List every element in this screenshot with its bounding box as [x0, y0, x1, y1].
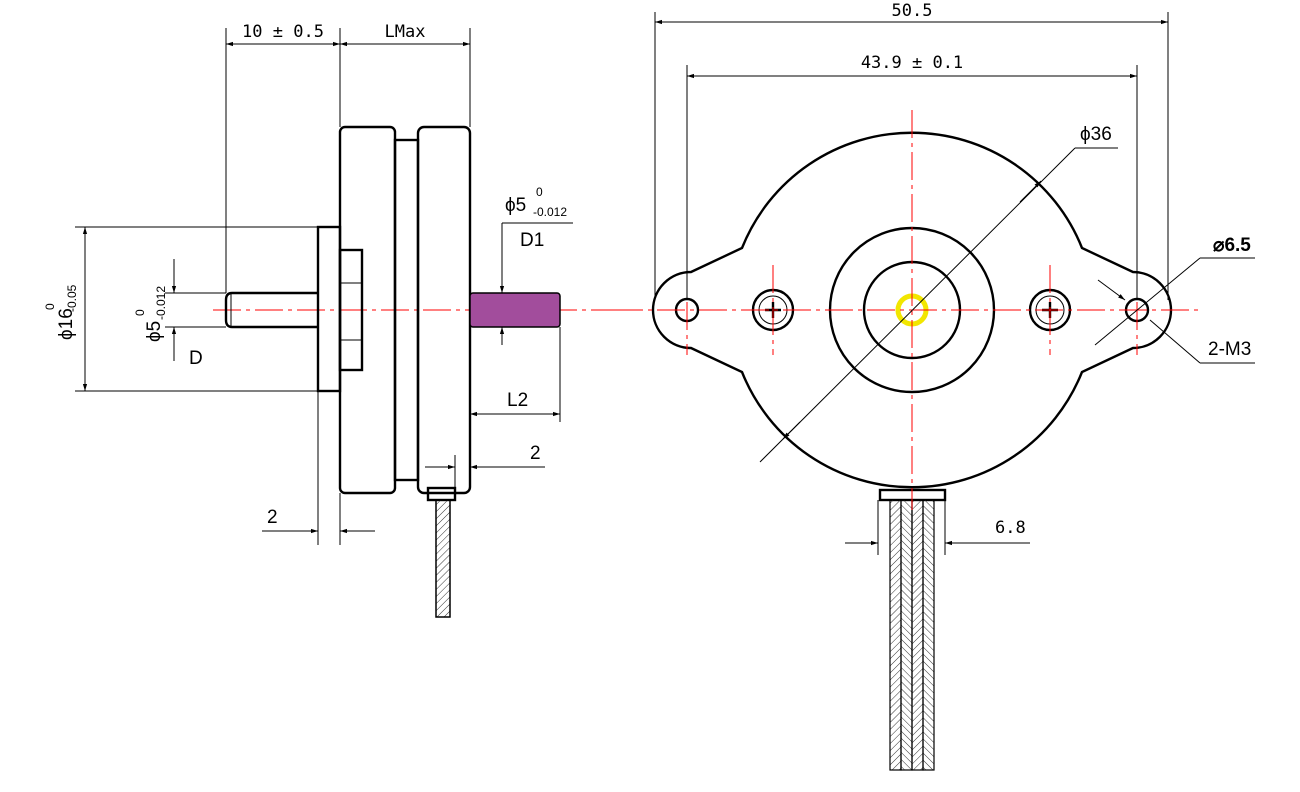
dim-flange-dia: ϕ16 0 -0.05 — [43, 284, 79, 340]
rear-shaft-label: D1 — [520, 230, 544, 251]
svg-text:-0.012: -0.012 — [154, 286, 168, 320]
dim-rear-shaft-length: L2 — [507, 390, 528, 411]
lead-wire — [435, 499, 451, 618]
rear-shaft-dia: ϕ5 — [505, 195, 526, 216]
svg-text:ϕ5: ϕ5 — [144, 321, 165, 342]
rear-shaft — [469, 292, 561, 328]
cable-bundle — [889, 499, 935, 771]
dim-holes: 2-M3 — [1208, 339, 1251, 360]
dim-ear-dia: ⌀6.5 — [1213, 235, 1251, 256]
mounting-flange — [316, 225, 342, 393]
dim-flange-thickness: 2 — [267, 507, 278, 528]
dim-wire-offset: 2 — [530, 443, 541, 464]
front-shaft — [224, 291, 318, 329]
svg-text:0: 0 — [536, 185, 543, 199]
dim-body-dia: ϕ36 — [1080, 124, 1112, 145]
svg-text:ϕ16: ϕ16 — [56, 308, 77, 340]
shaft-label: D — [189, 348, 203, 369]
motor-outline — [651, 131, 1173, 489]
dim-shaft-dia: ϕ5 0 -0.012 — [133, 286, 168, 342]
svg-text:0: 0 — [133, 309, 147, 316]
svg-text:-0.05: -0.05 — [65, 284, 79, 312]
dim-hole-spacing: 43.9 ± 0.1 — [861, 53, 963, 73]
dim-overall-width: 50.5 — [892, 1, 933, 21]
side-view: 10 ± 0.5 LMax ϕ16 0 -0.05 ϕ5 0 -0.012 D … — [43, 22, 630, 618]
svg-text:0: 0 — [43, 303, 57, 310]
dim-cable-width: 6.8 — [995, 518, 1026, 538]
front-view: 50.5 43.9 ± 0.1 ϕ36 ⌀6.5 2-M3 6.8 — [615, 1, 1255, 771]
svg-text:-0.012: -0.012 — [533, 205, 567, 219]
dim-body-length: LMax — [385, 22, 426, 42]
dim-shaft-length: 10 ± 0.5 — [242, 22, 324, 42]
